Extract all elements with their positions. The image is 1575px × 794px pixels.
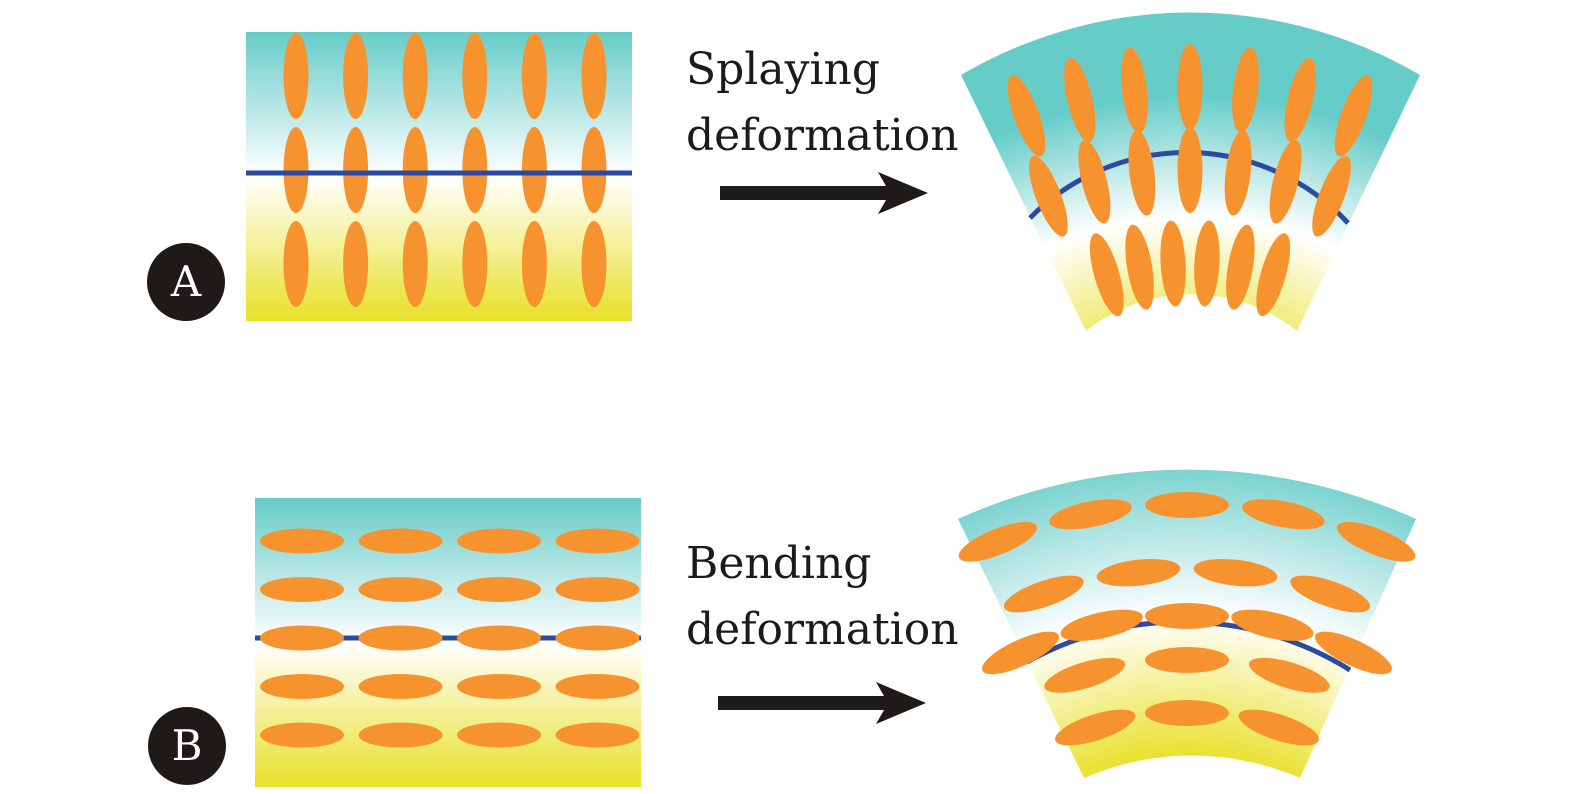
panel-b-deformed-molecule: [1096, 558, 1181, 587]
panel-a-molecule: [462, 127, 488, 213]
panel-a-molecule: [521, 221, 547, 307]
panel-a-deformed-molecule: [1064, 57, 1096, 142]
panel-a-molecule: [343, 127, 369, 213]
panel-b: B Bending deformation: [148, 469, 1416, 787]
panel-b-deformed-molecule: [1145, 647, 1229, 673]
panel-b-molecule: [358, 625, 443, 651]
panel-b-deformed-molecule: [1060, 609, 1143, 641]
panel-a-deformed-molecules: [1007, 44, 1373, 317]
panel-b-deformed-molecule: [1248, 657, 1330, 693]
panel-b-deformed-molecule: [1315, 631, 1392, 675]
panel-b-deformed-molecule: [1145, 492, 1229, 518]
panel-a-deformed-molecule: [1121, 47, 1148, 133]
panel-a-deformed-molecule: [1125, 224, 1154, 310]
panel-b-deformed-molecule: [1336, 521, 1416, 562]
panel-b-deformed-molecule: [1290, 575, 1371, 613]
panel-a: A Splaying deformation: [147, 12, 1420, 331]
panel-a-deformed-molecule: [1089, 233, 1124, 317]
panel-a-deformed-molecule: [1128, 130, 1156, 216]
panel-b-molecule: [457, 625, 541, 651]
panel-a-molecule: [521, 33, 547, 119]
panel-a-molecule: [283, 221, 309, 307]
panel-a-arrow: [720, 172, 928, 214]
panel-b-deformed-molecule: [1055, 709, 1136, 746]
panel-a-molecule: [343, 33, 369, 119]
panel-a-deformed-molecule: [1177, 127, 1203, 213]
panel-b-molecule: [358, 528, 443, 554]
panel-b-badge: B: [148, 707, 226, 785]
panel-b-deformed-molecule: [1238, 709, 1319, 746]
panel-a-molecule: [462, 221, 488, 307]
panel-b-molecule: [555, 625, 640, 651]
panel-b-deformed-molecule: [1049, 499, 1132, 530]
panel-a-undeformed-layer: [246, 32, 632, 321]
panel-b-molecule: [457, 722, 541, 748]
panel-b-deformed-molecule: [1044, 657, 1126, 693]
panel-b-molecule: [358, 722, 443, 748]
panel-a-deformed-molecule: [1284, 57, 1316, 142]
panel-b-deformed-molecule: [1003, 575, 1084, 613]
panel-a-molecule: [402, 221, 428, 307]
panel-b-deformation-title: Bending deformation: [686, 538, 959, 655]
panel-a-deformed-molecule: [1232, 47, 1259, 133]
panel-a-deformed-molecule: [1334, 75, 1373, 157]
panel-a-deformed-molecule: [1194, 220, 1220, 307]
panel-a-molecule: [402, 127, 428, 213]
panel-b-badge-label: B: [172, 721, 203, 770]
panel-b-deformed-molecule: [1145, 700, 1229, 726]
panel-b-molecule: [358, 674, 443, 699]
panel-a-molecule: [462, 33, 488, 119]
panel-a-deformation-line2: deformation: [686, 110, 959, 161]
panel-b-molecule: [457, 674, 541, 699]
panel-a-deformed-molecule: [1224, 130, 1252, 216]
panel-a-deformed-molecule: [1078, 139, 1111, 224]
panel-a-molecule: [283, 33, 309, 119]
panel-b-molecule: [260, 625, 344, 651]
panel-a-deformed-molecule: [1177, 44, 1203, 130]
panel-b-molecule: [457, 577, 541, 602]
panel-b-arrow: [718, 682, 926, 724]
panel-a-badge-label: A: [170, 257, 202, 306]
panel-b-molecule: [555, 722, 640, 748]
panel-a-deformed-molecule: [1226, 224, 1255, 310]
panel-b-deformed-molecule: [1193, 558, 1278, 587]
panel-a-badge: A: [147, 243, 225, 321]
panel-a-molecule: [283, 127, 309, 213]
panel-b-molecule: [260, 674, 344, 699]
panel-a-molecule: [581, 33, 607, 119]
panel-a-deformed-molecule: [1160, 220, 1186, 307]
panel-b-deformed-molecule: [958, 521, 1038, 562]
panel-a-deformed-molecule: [1312, 155, 1351, 237]
panel-b-molecule: [555, 674, 640, 699]
panel-a-deformation-line1: Splaying: [686, 44, 880, 95]
panel-a-deformed-molecule: [1269, 139, 1302, 224]
panel-a-molecule: [402, 33, 428, 119]
panel-a-deformed-molecule: [1256, 233, 1291, 317]
panel-b-deformation-line1: Bending: [686, 538, 871, 589]
panel-a-molecule: [581, 221, 607, 307]
panel-b-deformed-molecule: [982, 631, 1059, 675]
panel-a-molecule: [343, 221, 369, 307]
panel-a-deformation-title: Splaying deformation: [686, 44, 959, 161]
panel-b-molecule: [457, 528, 541, 554]
panel-b-molecule: [260, 528, 344, 554]
panel-b-molecule: [555, 528, 640, 554]
panel-b-molecule: [260, 577, 344, 602]
panel-b-deformed-molecule: [1145, 603, 1229, 629]
panel-a-undeformed-molecules: [283, 33, 607, 307]
panel-b-molecule: [260, 722, 344, 748]
panel-a-deformed-molecule: [1029, 155, 1068, 237]
panel-b-deformed-molecules: [958, 492, 1416, 746]
panel-b-molecule: [358, 577, 443, 602]
panel-b-deformed-molecule: [1242, 499, 1325, 530]
panel-a-molecule: [521, 127, 547, 213]
panel-b-undeformed-molecules: [260, 528, 640, 748]
panel-b-deformation-line2: deformation: [686, 604, 959, 655]
panel-a-molecule: [581, 127, 607, 213]
panel-b-deformed-molecule: [1231, 609, 1314, 641]
panel-a-deformed-molecule: [1007, 75, 1046, 157]
panel-b-molecule: [555, 577, 640, 602]
